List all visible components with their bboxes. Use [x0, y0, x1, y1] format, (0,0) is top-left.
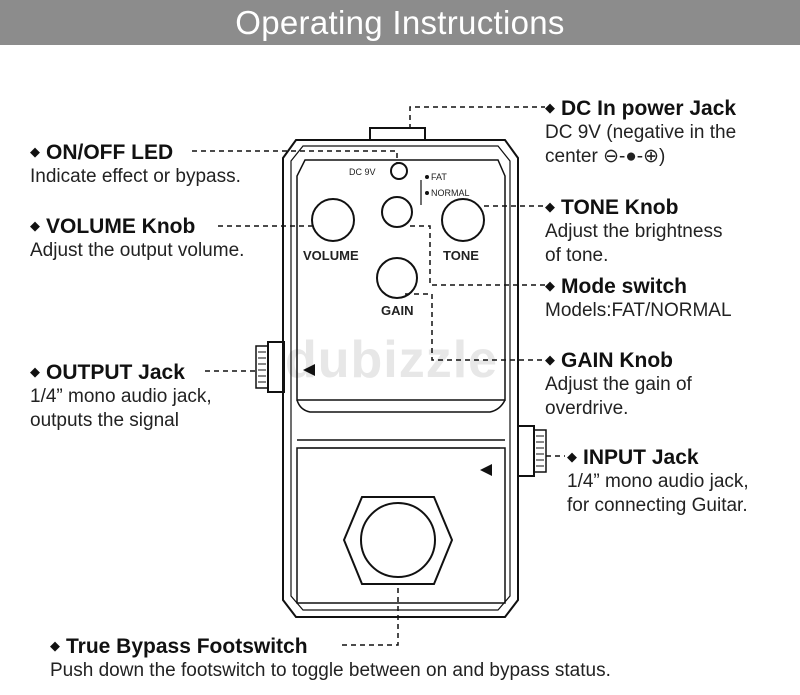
output-desc-1: 1/4” mono audio jack, [30, 386, 212, 407]
footswitch-desc: Push down the footswitch to toggle betwe… [50, 660, 611, 681]
dc-jack-tab [369, 127, 426, 141]
led-title: ON/OFF LED [46, 141, 174, 164]
page-title: Operating Instructions [235, 4, 565, 41]
input-arrow-icon [480, 464, 492, 476]
dc-in-title: DC In power Jack [561, 97, 737, 120]
input-jack [517, 425, 535, 477]
input-desc-2: for connecting Guitar. [567, 495, 748, 516]
upper-panel [296, 159, 506, 401]
volume-title: VOLUME Knob [46, 215, 196, 238]
mode-desc: Models:FAT/NORMAL [545, 300, 732, 321]
pedal-body [282, 139, 519, 618]
annotation-output: ◆OUTPUT Jack 1/4” mono audio jack, outpu… [30, 361, 212, 431]
annotation-input: ◆INPUT Jack 1/4” mono audio jack, for co… [567, 446, 749, 516]
gain-desc-1: Adjust the gain of [545, 374, 692, 395]
led-indicator [390, 162, 408, 180]
dc-label: DC 9V [349, 167, 376, 177]
volume-label: VOLUME [303, 248, 359, 263]
footswitch-nut [342, 496, 454, 585]
header-bar: Operating Instructions [0, 0, 800, 45]
gain-label: GAIN [381, 303, 414, 318]
mode-title: Mode switch [561, 275, 688, 298]
tone-desc-1: Adjust the brightness [545, 221, 723, 242]
output-arrow-icon [303, 364, 315, 376]
dc-in-desc-2: center ⊖-●-⊕) [545, 146, 666, 167]
annotation-volume: ◆VOLUME Knob Adjust the output volume. [30, 215, 245, 261]
volume-desc: Adjust the output volume. [30, 240, 245, 261]
tone-label: TONE [443, 248, 479, 263]
led-desc: Indicate effect or bypass. [30, 166, 241, 187]
tone-desc-2: of tone. [545, 245, 609, 266]
switch-normal-label: NORMAL [431, 188, 470, 198]
switch-fat-label: FAT [431, 172, 447, 182]
lower-panel [296, 447, 506, 604]
volume-knob [311, 198, 355, 242]
gain-knob [376, 257, 418, 299]
mode-switch [381, 196, 413, 228]
footswitch-title: True Bypass Footswitch [66, 635, 308, 658]
gain-title: GAIN Knob [561, 349, 673, 372]
output-jack [267, 341, 285, 393]
annotation-gain: ◆GAIN Knob Adjust the gain of overdrive. [545, 349, 692, 419]
tone-knob [441, 198, 485, 242]
input-desc-1: 1/4” mono audio jack, [567, 471, 749, 492]
gain-desc-2: overdrive. [545, 398, 629, 419]
annotation-dc-in: ◆DC In power Jack DC 9V (negative in the… [545, 97, 737, 167]
footswitch [360, 502, 436, 578]
annotation-footswitch: ◆True Bypass Footswitch Push down the fo… [50, 635, 611, 681]
output-desc-2: outputs the signal [30, 410, 179, 431]
dc-in-desc-1: DC 9V (negative in the [545, 122, 737, 143]
annotation-mode: ◆Mode switch Models:FAT/NORMAL [545, 275, 732, 321]
annotation-led: ◆ON/OFF LED Indicate effect or bypass. [30, 141, 241, 187]
watermark: dubizzle [285, 331, 499, 389]
output-title: OUTPUT Jack [46, 361, 185, 384]
annotation-tone: ◆TONE Knob Adjust the brightness of tone… [545, 196, 723, 266]
tone-title: TONE Knob [561, 196, 679, 219]
input-title: INPUT Jack [583, 446, 699, 469]
